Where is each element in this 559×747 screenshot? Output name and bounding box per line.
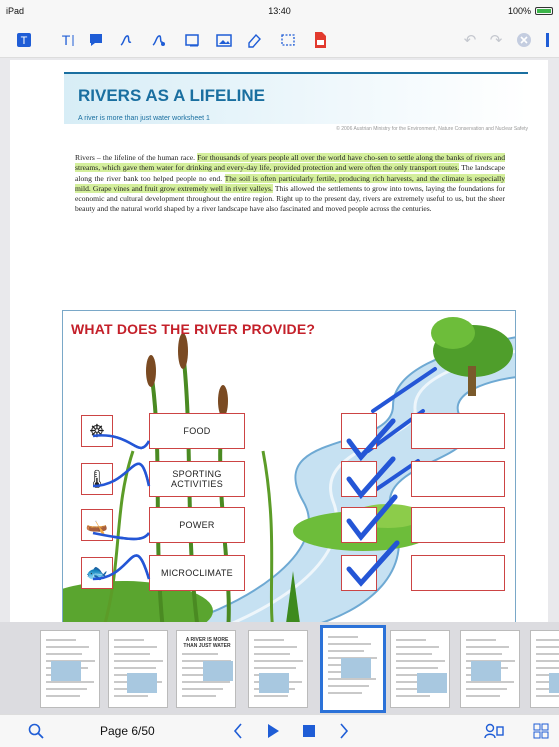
box-select-icon[interactable]	[278, 30, 298, 50]
image-insert-icon[interactable]	[214, 30, 234, 50]
text-insert-icon[interactable]: T	[58, 30, 78, 50]
body-text: Rivers – the lifeline of the human race.	[75, 153, 198, 162]
figure-title: WHAT DOES THE RIVER PROVIDE?	[71, 321, 316, 337]
river-figure: WHAT DOES THE RIVER PROVIDE? ☸ FOOD 🌡 SPORT…	[62, 310, 516, 630]
copyright-text: © 2006 Austrian Ministry for the Environ…	[336, 126, 528, 132]
clock: 13:40	[268, 6, 291, 16]
undo-icon[interactable]: ↶	[463, 32, 477, 49]
page-thumbnail-strip[interactable]: A RIVER IS MORE THAN JUST WATER	[0, 622, 559, 714]
answer-field[interactable]	[411, 507, 505, 543]
note-icon[interactable]	[86, 30, 106, 50]
play-icon[interactable]	[266, 721, 280, 741]
intro-paragraph: Rivers – the lifeline of the human race.…	[75, 153, 506, 215]
kayak-icon: 🛶	[81, 509, 113, 541]
provide-label: FOOD	[149, 413, 245, 449]
text-tool-icon[interactable]: T	[14, 30, 34, 50]
rectangle-select-icon[interactable]	[182, 30, 202, 50]
worksheet-title: RIVERS AS A LIFELINE	[78, 86, 266, 105]
page-thumbnail[interactable]	[320, 625, 386, 713]
answer-field[interactable]	[411, 555, 505, 591]
provide-label: MICROCLIMATE	[149, 555, 245, 591]
ship-wheel-icon: ☸	[81, 415, 113, 447]
audio-record-icon[interactable]	[484, 721, 506, 741]
annotation-toolbar: T T ↶ ↷	[0, 22, 559, 58]
battery-icon	[535, 7, 553, 15]
answer-checkbox[interactable]	[341, 413, 377, 449]
page-thumbnail[interactable]: A RIVER IS MORE THAN JUST WATER	[176, 630, 236, 708]
status-bar: iPad 13:40 100%	[0, 0, 559, 22]
grid-view-icon[interactable]	[533, 721, 549, 741]
document-page[interactable]: RIVERS AS A LIFELINE A river is more tha…	[10, 60, 548, 630]
search-icon[interactable]	[28, 721, 44, 741]
more-icon[interactable]	[543, 30, 553, 50]
previous-page-icon[interactable]	[232, 721, 244, 741]
highlighter-pen-icon[interactable]	[148, 30, 168, 50]
bottom-bar: Page 6/50	[0, 714, 559, 747]
next-page-icon[interactable]	[338, 721, 350, 741]
answer-checkbox[interactable]	[341, 461, 377, 497]
stop-icon[interactable]	[303, 721, 316, 741]
page-thumbnail[interactable]	[390, 630, 450, 708]
page-thumbnail[interactable]	[530, 630, 559, 708]
thermometer-icon: 🌡	[81, 463, 113, 495]
provide-label: SPORTING ACTIVITIES	[149, 461, 245, 497]
worksheet-header: RIVERS AS A LIFELINE A river is more tha…	[64, 72, 528, 132]
thumbnail-caption: A RIVER IS MORE THAN JUST WATER	[179, 637, 235, 649]
fish-icon: 🐟	[81, 557, 113, 589]
page-thumbnail[interactable]	[108, 630, 168, 708]
svg-text:T: T	[21, 35, 28, 47]
pdf-export-icon[interactable]	[310, 30, 330, 50]
page-indicator: Page 6/50	[100, 724, 155, 738]
page-thumbnail[interactable]	[248, 630, 308, 708]
provide-label: POWER	[149, 507, 245, 543]
worksheet-subtitle: A river is more than just water workshee…	[78, 115, 210, 122]
eraser-icon[interactable]	[244, 30, 264, 50]
page-thumbnail[interactable]	[40, 630, 100, 708]
close-icon[interactable]	[514, 30, 534, 50]
freehand-pen-icon[interactable]	[116, 30, 136, 50]
answer-field[interactable]	[411, 461, 505, 497]
page-thumbnail[interactable]	[460, 630, 520, 708]
answer-checkbox[interactable]	[341, 555, 377, 591]
battery-percent: 100%	[507, 6, 531, 16]
answer-field[interactable]	[411, 413, 505, 449]
redo-icon[interactable]: ↷	[489, 32, 503, 49]
svg-text:T: T	[62, 32, 71, 48]
body-text: This allowed the settlements to grow int…	[75, 183, 505, 214]
answer-checkbox[interactable]	[341, 507, 377, 543]
body-text: The landscape along the river bank too h…	[75, 163, 505, 183]
device-name: iPad	[6, 6, 25, 16]
